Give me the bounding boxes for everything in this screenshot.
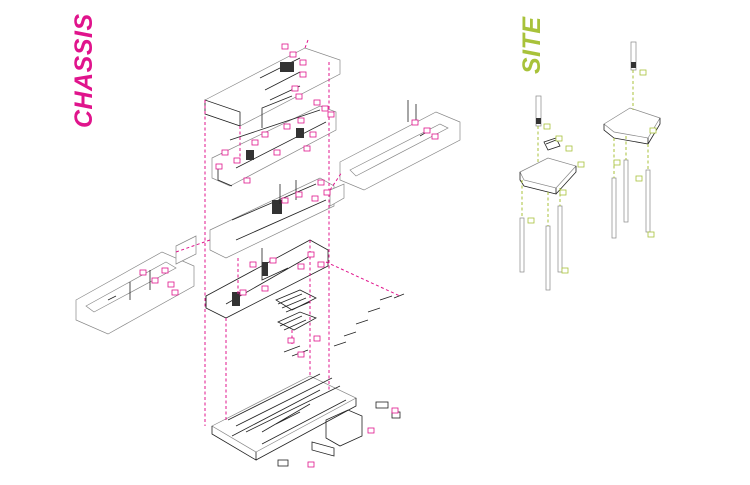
site-assembly: [519, 41, 661, 291]
reference-tag: [313, 99, 321, 106]
mid-connector-modules: [175, 183, 345, 265]
reference-tag: [635, 175, 643, 182]
reference-tag: [307, 461, 315, 468]
reference-tag: [391, 407, 399, 414]
reference-tag: [289, 51, 297, 58]
reference-tag: [555, 135, 563, 142]
reference-tag: [139, 269, 147, 276]
reference-tag: [639, 69, 647, 76]
loose-components: [333, 293, 405, 347]
reference-tag: [297, 351, 305, 358]
reference-tag: [167, 281, 175, 288]
site-dashed-guides: [521, 70, 649, 226]
reference-tag: [431, 133, 439, 140]
reference-tag: [321, 105, 329, 112]
reference-tag: [249, 261, 257, 268]
reference-tag: [323, 189, 331, 196]
reference-tag: [297, 263, 305, 270]
reference-tag: [559, 189, 567, 196]
upper-floor-module: [211, 105, 337, 187]
reference-tag: [281, 43, 289, 50]
reference-tag: [423, 127, 431, 134]
reference-tag: [307, 251, 315, 258]
reference-tag: [215, 163, 223, 170]
reference-tag: [151, 277, 159, 284]
chassis-tag-layer: [139, 43, 439, 468]
reference-tag: [309, 131, 317, 138]
reference-tag: [647, 231, 655, 238]
reference-tag: [221, 149, 229, 156]
reference-tag: [543, 123, 551, 130]
reference-tag: [311, 195, 319, 202]
chassis-tower: [204, 47, 405, 467]
reference-tag: [297, 117, 305, 124]
right-wing-module: [339, 100, 461, 191]
reference-tag: [299, 71, 307, 78]
reference-tag: [367, 427, 375, 434]
reference-tag: [527, 217, 535, 224]
reference-tag: [303, 145, 311, 152]
reference-tag: [313, 335, 321, 342]
reference-tag: [233, 157, 241, 164]
reference-tag: [273, 149, 281, 156]
reference-tag: [577, 161, 585, 168]
reference-tag: [281, 197, 289, 204]
reference-tag: [269, 257, 277, 264]
base-platform: [211, 373, 401, 467]
reference-tag: [239, 289, 247, 296]
reference-tag: [171, 289, 179, 296]
reference-tag: [411, 119, 419, 126]
reference-tag: [317, 179, 325, 186]
reference-tag: [261, 285, 269, 292]
reference-tag: [565, 145, 573, 152]
reference-tag: [649, 127, 657, 134]
reference-tag: [299, 59, 307, 66]
reference-tag: [561, 267, 569, 274]
reference-tag: [161, 267, 169, 274]
reference-tag: [287, 337, 295, 344]
reference-tag: [261, 131, 269, 138]
reference-tag: [283, 123, 291, 130]
reference-tag: [317, 261, 325, 268]
reference-tag: [327, 111, 335, 118]
reference-tag: [243, 177, 251, 184]
reference-tag: [251, 139, 259, 146]
reference-tag: [295, 191, 303, 198]
mid-floor-module: [209, 177, 335, 259]
site-tag-layer: [527, 69, 657, 274]
reference-tag: [291, 85, 299, 92]
site-pad-right: [603, 41, 661, 239]
reference-tag: [613, 159, 621, 166]
reference-tag: [295, 93, 303, 100]
